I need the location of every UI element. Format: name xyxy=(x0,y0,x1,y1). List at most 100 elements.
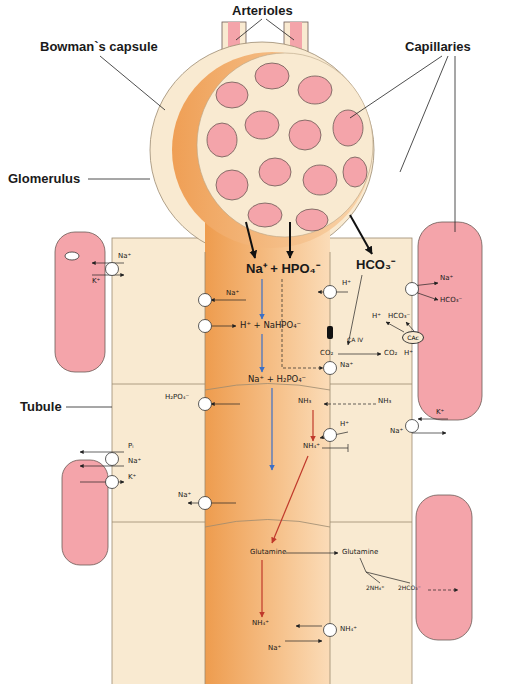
leader-line xyxy=(266,19,294,40)
capillary-loop xyxy=(303,165,337,195)
split-line xyxy=(360,558,410,583)
cell-junction xyxy=(112,384,205,385)
transport-arrow xyxy=(412,433,446,434)
ion-label: Na⁺ xyxy=(268,645,281,652)
glomerular-capillaries xyxy=(207,63,367,231)
region-label: Arterioles xyxy=(232,4,293,17)
transport-arrow xyxy=(188,503,236,504)
region-label: Tubule xyxy=(20,400,62,413)
ion-label: Na⁺ xyxy=(440,275,453,282)
ion-label: Na⁺ xyxy=(178,492,191,499)
transporter-circle xyxy=(106,453,119,466)
transport-arrow xyxy=(80,466,124,467)
transport-arrows xyxy=(80,263,458,641)
flow-arrow xyxy=(272,456,308,543)
ion-label: Na⁺ + H₂PO₄⁻ xyxy=(248,375,306,384)
cell-junction xyxy=(330,384,412,385)
molecule-label: Glutamine xyxy=(342,549,378,556)
ion-label: NH₄⁺ xyxy=(252,620,269,627)
transporter-circle xyxy=(106,263,119,276)
transporter-circle xyxy=(199,398,212,411)
transport-arrow xyxy=(92,275,124,276)
molecule-label: Glutamine xyxy=(250,549,286,556)
transport-arrow xyxy=(211,404,240,405)
leader-line xyxy=(400,56,448,172)
ion-label: H⁺ xyxy=(340,421,349,428)
ion-label: H⁺ xyxy=(372,313,381,320)
ion-label: NH₄⁺ xyxy=(340,626,357,633)
ion-label: HCO₃⁻ xyxy=(388,313,410,320)
transport-arrow xyxy=(296,626,322,627)
blood-cell xyxy=(65,252,79,260)
transporter-circle xyxy=(406,420,419,433)
flow-arrow xyxy=(261,334,262,372)
flow-arrow xyxy=(312,410,313,441)
ion-label: HCO₃⁻ xyxy=(440,297,462,304)
ion-label: H⁺ xyxy=(404,350,413,357)
flow-arrow xyxy=(271,388,272,470)
transport-arrow xyxy=(212,326,236,327)
ion-label: Na⁺ xyxy=(340,362,353,369)
transporters xyxy=(106,263,419,637)
capillary-loop xyxy=(248,203,282,227)
leader-line xyxy=(350,56,442,118)
filtration-arrows xyxy=(246,215,372,258)
cell-junction xyxy=(112,522,205,523)
peritubular-capillary xyxy=(62,460,108,565)
ion-label: Pᵢ xyxy=(128,443,133,450)
transport-arrow xyxy=(286,553,338,554)
transport-arrow xyxy=(338,354,381,355)
ion-label: CO₂ xyxy=(320,350,333,357)
ion-label: HCO₃⁻ xyxy=(356,258,395,271)
enzyme-block xyxy=(327,326,333,339)
enzyme-label: CAc xyxy=(407,335,419,341)
filtration-arrow xyxy=(246,222,255,258)
transporter-circle xyxy=(324,429,337,442)
ion-label: CO₂ xyxy=(384,350,397,357)
ion-label: Na⁺ xyxy=(226,290,239,297)
leader-line xyxy=(88,179,150,180)
transport-arrow xyxy=(80,452,124,453)
capillary-loop xyxy=(259,158,291,186)
block-line xyxy=(322,444,348,452)
leader-line xyxy=(455,56,456,232)
flow-arrow xyxy=(261,279,262,319)
peritubular-capillary xyxy=(418,222,482,420)
region-label: Bowman`s capsule xyxy=(40,40,158,53)
flow-arrow xyxy=(261,560,262,617)
leader-lines xyxy=(66,19,455,407)
transporter-circle xyxy=(324,362,337,375)
leader-line xyxy=(100,56,165,110)
ion-label: Na⁺ xyxy=(128,458,141,465)
lumen-line xyxy=(205,384,330,391)
peritubular-capillary xyxy=(55,232,105,372)
peritubular-capillary xyxy=(416,495,472,640)
transport-arrow xyxy=(386,322,404,332)
transporter-circle xyxy=(406,283,419,296)
ion-label: H⁺ xyxy=(342,280,351,287)
ion-label: NH₃ xyxy=(378,398,391,405)
capillary-loop xyxy=(289,120,321,150)
ion-label: K⁺ xyxy=(436,409,444,416)
filtration-arrow xyxy=(289,222,291,258)
ammonia-arrows xyxy=(262,410,313,617)
region-label: Glomerulus xyxy=(8,172,80,185)
capillary-loop xyxy=(296,209,328,231)
transporter-circle xyxy=(199,497,212,510)
transporter-circle xyxy=(324,624,337,637)
glomerular-tuft xyxy=(197,53,373,237)
cell-junction xyxy=(330,522,412,523)
ion-label: Na⁺ xyxy=(118,253,131,260)
cell-borders xyxy=(112,252,412,684)
enzyme-ellipse: CAc xyxy=(402,331,424,344)
transporter-circle xyxy=(199,294,212,307)
ion-label: K⁺ xyxy=(92,278,100,285)
leader-line xyxy=(66,407,112,408)
ion-label: Na⁺ + HPO₄⁻ xyxy=(246,262,320,275)
bowmans-capsule xyxy=(150,42,374,258)
transporter-circle xyxy=(324,286,337,299)
capillary-loop xyxy=(245,111,279,139)
